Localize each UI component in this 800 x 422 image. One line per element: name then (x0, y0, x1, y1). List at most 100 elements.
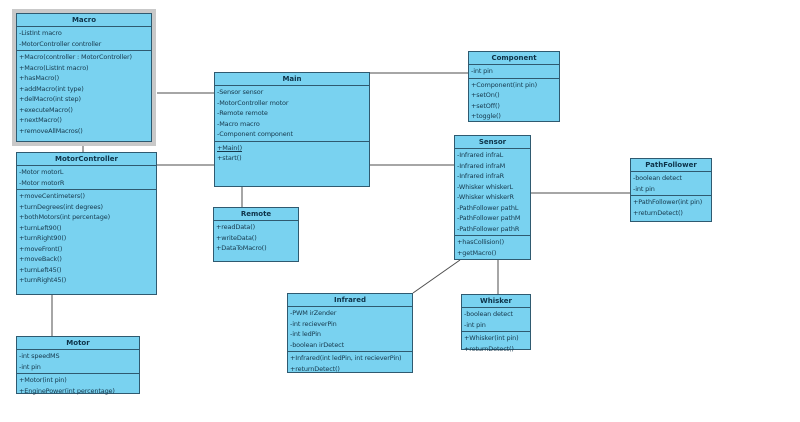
attributes-compartment: -int pin (469, 64, 559, 78)
class-title: Macro (71, 16, 97, 24)
methods-compartment: +PathFollower(int pin) +returnDetect() (631, 195, 711, 219)
method-row: +Motor(int pin) (19, 376, 67, 384)
method-row: +Main() (217, 143, 242, 152)
attributes-compartment: -ListInt macro -MotorController controlle… (17, 26, 151, 50)
uml-class-main[interactable]: Main -Sensor sensor -MotorController motor… (214, 72, 370, 187)
attribute-row: -int pin (464, 320, 486, 329)
methods-compartment: +moveCentimeters() +turnDegrees(int degre… (17, 189, 156, 287)
uml-class-remote[interactable]: Remote +readData() +writeData() +DataToMacr… (213, 207, 299, 262)
method-row: +turnRight45() (19, 276, 67, 284)
attributes-compartment: -int speedMS -int pin (17, 349, 139, 373)
method-row: +turnLeft90() (19, 223, 62, 232)
attribute-row: -int pin (633, 184, 655, 193)
methods-compartment: +Whisker(int pin) +returnDetect() (462, 331, 530, 355)
attribute-row: -MotorController controller (19, 39, 102, 48)
class-title: Whisker (480, 297, 512, 305)
method-row: +Macro(controller : MotorController) (19, 53, 132, 61)
class-title: MotorController (55, 155, 118, 163)
attribute-row: -int recieverPin (290, 319, 337, 328)
attribute-row: -int speedMS (19, 352, 60, 360)
attribute-row: -Remote remote (217, 109, 268, 117)
method-row: +moveFront() (19, 244, 63, 253)
method-row: +returnDetect() (464, 344, 514, 353)
method-row: +turnRight90() (19, 234, 67, 242)
method-row: +returnDetect() (633, 208, 683, 217)
method-row: +getMacro() (457, 248, 497, 257)
attribute-row: -Component component (217, 130, 293, 138)
attribute-row: -PWM irZender (290, 309, 337, 317)
methods-compartment: +Motor(int pin) +EnginePower(int percenta… (17, 373, 139, 397)
method-row: +Macro(ListInt macro) (19, 63, 89, 72)
uml-class-sensor[interactable]: Sensor-Infrared infraL-Infrared infraM-I… (454, 135, 531, 260)
methods-compartment: +Main() +start() (215, 140, 369, 165)
method-row: +bothMotors(int percentage) (19, 213, 110, 221)
method-row: +removeAllMacros() (19, 126, 83, 135)
methods-compartment: +readData() +writeData() +DataToMacro() (214, 220, 298, 255)
attribute-row: -boolean detect (464, 310, 513, 318)
attributes-compartment: -Motor motorL -Motor motorR (17, 165, 156, 189)
method-row: +turnLeft45() (19, 265, 62, 274)
attribute-row: -ListInt macro (19, 29, 62, 37)
attribute-row: -Whisker whiskerR (457, 193, 514, 201)
uml-class-motor[interactable]: Motor -int speedMS -int pin +Motor(int pin)… (16, 336, 140, 397)
method-row: +Component(int pin) (471, 80, 537, 89)
method-row: +Whisker(int pin) (464, 334, 519, 342)
attributes-compartment: -Infrared infraL-Infrared infraM-Infrare… (455, 148, 530, 235)
attribute-row: -Motor motorR (19, 178, 65, 187)
attributes-compartment: -boolean detect -int pin (631, 171, 711, 195)
method-row: +hasCollision() (457, 238, 504, 246)
attribute-row: -Motor motorL (19, 168, 64, 176)
method-row: +hasMacro() (19, 74, 60, 82)
method-row: +setOff() (471, 101, 500, 110)
attribute-row: -Infrared infraR (457, 172, 505, 180)
method-row: +start() (217, 154, 242, 162)
class-title: Main (282, 75, 302, 83)
attribute-row: -int ledPin (290, 330, 321, 338)
uml-class-infrared[interactable]: Infrared -PWM irZender -int recieverPin -in… (287, 293, 413, 373)
method-row: +moveCentimeters() (19, 192, 85, 200)
class-title: Motor (66, 339, 90, 347)
attribute-row: -Sensor sensor (217, 88, 264, 96)
uml-class-motorcontroller[interactable]: MotorController-Motor motorL-Motor motor… (16, 152, 157, 295)
attribute-row: -int pin (471, 67, 493, 75)
association-line (412, 259, 461, 294)
method-row: +addMacro(int type) (19, 84, 84, 93)
method-row: +moveBack() (19, 255, 62, 263)
method-row: +PathFollower(int pin) (633, 198, 703, 206)
attributes-compartment: -PWM irZender -int recieverPin -int ledPin… (288, 306, 412, 351)
method-row: +DataToMacro() (216, 244, 267, 252)
attribute-row: -PathFollower pathL (457, 203, 519, 212)
attributes-compartment: -boolean detect -int pin (462, 307, 530, 331)
attribute-row: -int pin (19, 362, 41, 371)
class-title: Component (491, 54, 537, 62)
uml-class-component[interactable]: Component-int pin+Component(int pin)+set… (468, 51, 560, 122)
class-title: Infrared (333, 296, 367, 304)
method-row: +writeData() (216, 233, 257, 242)
methods-compartment: +hasCollision() +getMacro() (455, 235, 530, 259)
method-row: +returnDetect() (290, 364, 340, 373)
attribute-row: -Macro macro (217, 119, 260, 128)
method-row: +turnDegrees(int degrees) (19, 202, 103, 211)
attribute-row: -Whisker whiskerL (457, 182, 513, 191)
methods-compartment: +Macro(controller : MotorController) +Mac… (17, 50, 151, 137)
uml-class-macro[interactable]: Macro -ListInt macro -MotorController cont… (12, 9, 156, 146)
method-row: +toggle() (471, 112, 501, 120)
uml-class-pathfollower[interactable]: PathFollower -boolean detect -int pin +Path… (630, 158, 712, 222)
method-row: +delMacro(int step) (19, 95, 81, 103)
attribute-row: -boolean detect (633, 174, 682, 182)
class-title: Remote (240, 210, 272, 218)
attribute-row: -MotorController motor (217, 98, 289, 107)
method-row: +readData() (216, 223, 256, 231)
attributes-compartment: -Sensor sensor -MotorController motor -Rem… (215, 85, 369, 141)
methods-compartment: +Infrared(int ledPin, int recieverPin) +r… (288, 351, 412, 375)
method-row: +EnginePower(int percentage) (19, 386, 115, 395)
method-row: +executeMacro() (19, 105, 73, 114)
methods-compartment: +Component(int pin)+setOn()+setOff()+tog… (469, 77, 559, 123)
class-title: PathFollower (645, 161, 697, 169)
uml-class-whisker[interactable]: Whisker -boolean detect -int pin +Whisker(i… (461, 294, 531, 353)
method-row: +Infrared(int ledPin, int recieverPin) (290, 354, 402, 362)
attribute-row: -PathFollower pathR (457, 224, 520, 233)
attribute-row: -PathFollower pathM (457, 214, 521, 222)
